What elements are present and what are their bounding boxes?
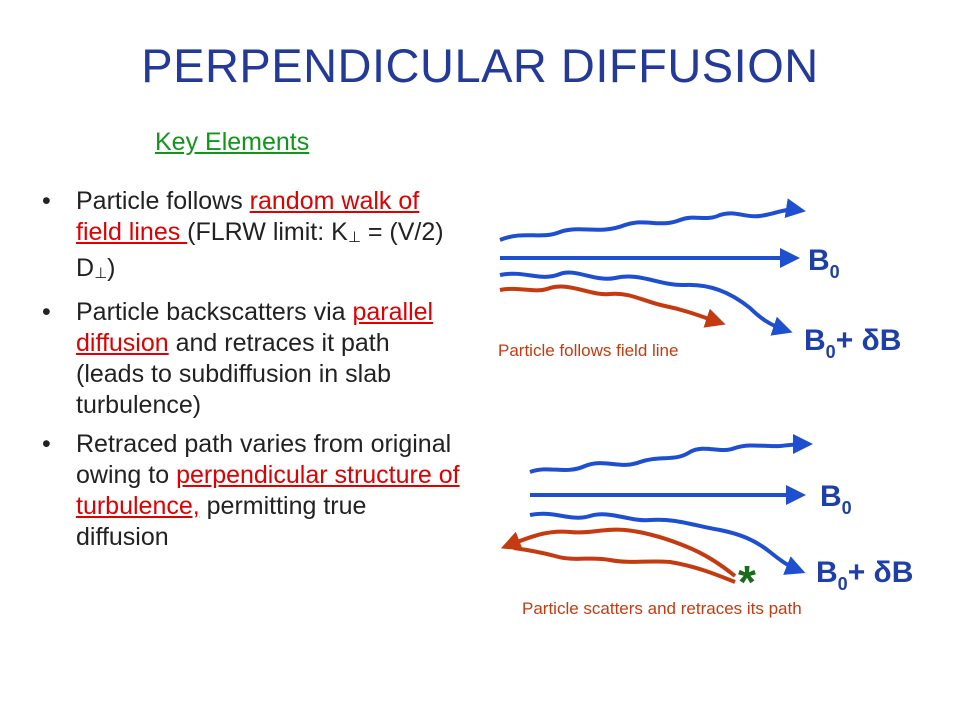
- bullet-dot: •: [42, 430, 51, 458]
- wavy-field-line: [529, 434, 813, 474]
- perturbed-field-line: [499, 270, 793, 336]
- bullet-item-flrw: • Particle follows random walk of field …: [42, 186, 462, 289]
- top-panel: B0 B0+ δB Particle follows field line: [498, 198, 901, 362]
- bottom-caption: Particle scatters and retraces its path: [522, 599, 802, 618]
- bullet-text: (FLRW limit: K: [187, 218, 348, 246]
- highlight-text: parallel diffusion: [76, 298, 434, 357]
- b0-delta-b-label: B0+ δB: [816, 556, 913, 594]
- bullet-item-retraced-path: • Retraced path varies from original owi…: [42, 429, 462, 553]
- particle-trajectory: [499, 284, 726, 328]
- bullet-dot: •: [42, 298, 51, 326]
- perturbed-field-line: [529, 511, 806, 575]
- scatter-star: *: [738, 556, 756, 608]
- top-caption: Particle follows field line: [498, 341, 678, 360]
- bullet-text: ): [107, 254, 116, 282]
- bullet-text: = (V/2) D: [76, 218, 444, 282]
- slide-subtitle: Key Elements: [155, 128, 310, 156]
- bullet-text: Particle follows: [76, 187, 250, 215]
- bullet-item-backscatter: • Particle backscatters via parallel dif…: [42, 297, 462, 421]
- bullet-dot: •: [42, 187, 51, 215]
- particle-forward-path: [500, 527, 737, 578]
- perp-subscript: ⊥: [347, 229, 361, 246]
- perp-subscript: ⊥: [94, 265, 108, 282]
- wavy-field-line: [499, 198, 806, 242]
- bullet-text: Particle backscatters via: [76, 298, 353, 326]
- particle-return-path: [513, 546, 736, 584]
- b0-label: B0: [820, 480, 852, 518]
- highlight-text: random walk of field lines: [76, 187, 420, 246]
- b0-delta-b-label: B0+ δB: [804, 324, 901, 362]
- b0-label: B0: [808, 244, 840, 282]
- bullet-text: Retraced path varies from original owing…: [76, 430, 452, 489]
- slide-title: PERPENDICULAR DIFFUSION: [141, 39, 819, 92]
- bullet-text: and retraces it path (leads to subdiffus…: [76, 329, 392, 419]
- bullet-text: permitting true diffusion: [76, 492, 367, 551]
- bullet-list: • Particle follows random walk of field …: [42, 186, 462, 561]
- highlight-text: perpendicular structure of turbulence,: [76, 461, 460, 520]
- field-line-diagram: B0 B0+ δB Particle follows field line * …: [498, 198, 913, 618]
- bottom-panel: * B0 B0+ δB Particle scatters and retrac…: [500, 434, 913, 618]
